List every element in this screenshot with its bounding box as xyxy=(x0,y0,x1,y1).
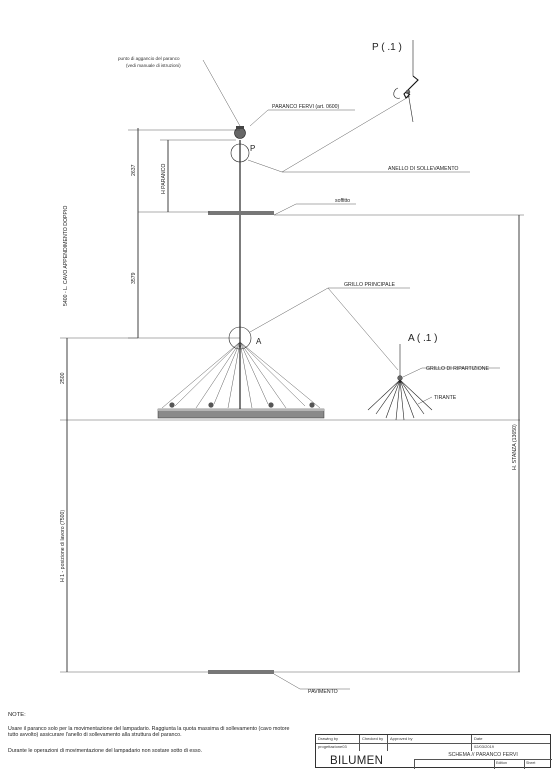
title-block: Drawing by progettazione03 Checked by Ap… xyxy=(315,734,552,769)
dim-3579: 3579 xyxy=(131,272,137,284)
edition-label: Edition xyxy=(495,760,525,769)
attach-point-note: (vedi manuale di istruzioni) xyxy=(126,63,181,68)
date-value: 02/03/2019 xyxy=(474,744,495,749)
dim-room-height: H. STANZA (13650) xyxy=(512,424,518,470)
dim-h-paranco: H PARANCO xyxy=(161,164,167,194)
dim-2500: 2500 xyxy=(60,372,66,384)
detail-a: A ( .1 ) xyxy=(367,333,437,421)
notes-title: NOTE: xyxy=(8,712,26,718)
detail-p: P ( .1 ) xyxy=(372,40,419,123)
floor-plate xyxy=(208,670,274,674)
notes-section: NOTE: Usare il paranco solo per la movim… xyxy=(8,712,298,763)
chandelier xyxy=(157,341,325,419)
dim-cable-double: 5400 - L. CAVO APPENDIMENTO DOPPIO xyxy=(63,206,69,306)
ceiling-label: soffitto xyxy=(335,198,350,204)
attach-point-label: punto di aggancio del paranco xyxy=(118,56,180,61)
notes-paragraph-2: Durante le operazioni di movimentazione … xyxy=(8,747,203,754)
lifting-ring-label: ANELLO DI SOLLEVAMENTO xyxy=(388,166,458,172)
dimension-lines xyxy=(60,128,524,673)
detail-a-label: A ( .1 ) xyxy=(408,333,437,344)
sheet-label: Sheet xyxy=(526,761,536,765)
notes-paragraph-1: Usare il paranco solo per la movimentazi… xyxy=(8,725,290,739)
brand-logo: BILUMEN xyxy=(330,755,384,767)
drawn-by-label: Drawing by xyxy=(318,736,339,741)
point-p-label: P xyxy=(250,144,255,153)
drawn-by-value: progettazione03 xyxy=(318,744,347,749)
schema-title: SCHEMA // PARANCO FERVI xyxy=(414,752,552,760)
dim-work-position: H 1 - posizione di lavoro (7500) xyxy=(60,510,66,582)
main-shackle-label: GRILLO PRINCIPALE xyxy=(344,282,395,288)
detail-p-label: P ( .1 ) xyxy=(372,42,402,53)
date-label: Date xyxy=(474,736,483,741)
hoist-label: PARANCO FERVI (art. 0600) xyxy=(272,104,340,110)
tie-rod-label: TIRANTE xyxy=(434,395,457,401)
floor-label: PAVIMENTO xyxy=(308,689,338,695)
hoist-fervi xyxy=(230,126,250,163)
ceiling-plate xyxy=(208,211,274,215)
point-a-label: A xyxy=(256,337,262,346)
checked-by-label: Checked by xyxy=(362,736,384,741)
approved-by-label: Approved by xyxy=(390,736,413,741)
distribution-shackle-label: GRILLO DI RIPARTIZIONE xyxy=(426,366,489,372)
dim-2637: 2637 xyxy=(131,164,137,176)
